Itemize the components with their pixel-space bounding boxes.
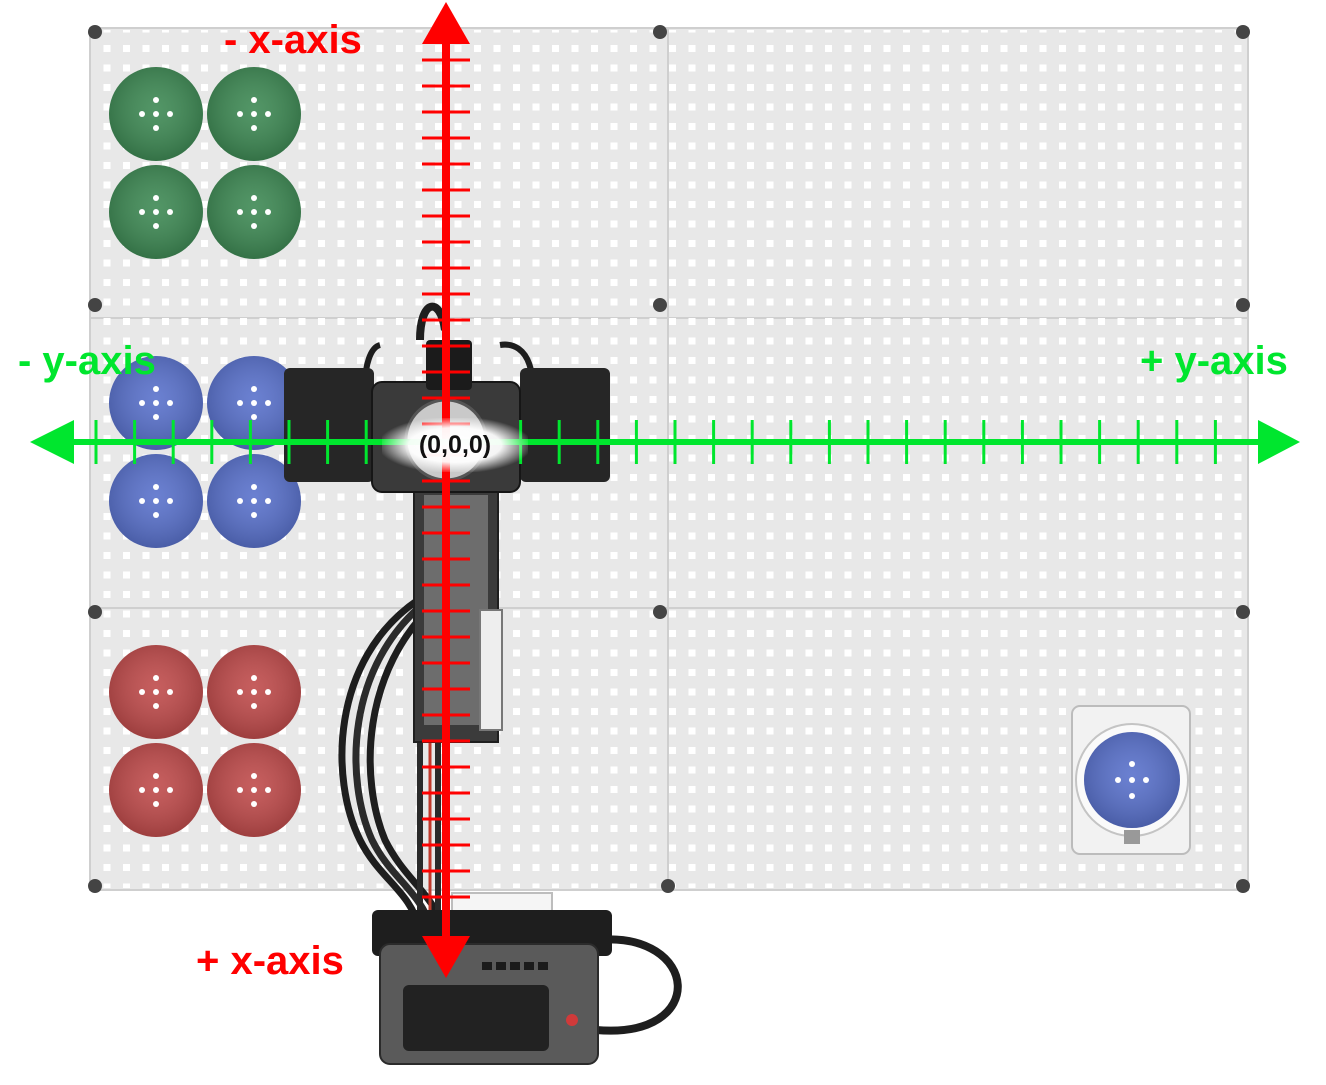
y-axis-arrow-negative — [30, 420, 74, 464]
neg-x-axis-label: - x-axis — [224, 18, 362, 62]
x-axis-ticks — [422, 58, 470, 899]
red-disk-1 — [109, 645, 203, 739]
red-disks — [109, 645, 301, 837]
red-disk-4 — [207, 743, 301, 837]
green-disk-3 — [109, 165, 203, 259]
green-disk-2 — [207, 67, 301, 161]
y-axis — [30, 420, 1300, 464]
x-axis-arrow-negative — [422, 2, 470, 44]
corner-pegs — [88, 25, 1250, 893]
origin-label: (0,0,0) — [382, 418, 528, 472]
red-disk-3 — [109, 743, 203, 837]
green-disks — [109, 67, 301, 259]
disk-holder — [1071, 705, 1191, 855]
blue-disks — [109, 356, 301, 548]
y-axis-ticks — [94, 420, 1217, 464]
blue-disk-3 — [109, 454, 203, 548]
blue-disk-2 — [207, 356, 301, 450]
controller-brain-icon — [372, 892, 682, 1065]
x-axis-arrow-positive — [422, 936, 470, 978]
x-axis — [422, 2, 470, 978]
pos-x-axis-label: + x-axis — [196, 939, 344, 983]
green-disk-1 — [109, 67, 203, 161]
red-disk-2 — [207, 645, 301, 739]
blue-disk-1 — [109, 356, 203, 450]
y-axis-arrow-positive — [1258, 420, 1300, 464]
blue-disk-4 — [207, 454, 301, 548]
pos-y-axis-label: + y-axis — [1140, 339, 1288, 383]
neg-y-axis-label: - y-axis — [18, 339, 156, 383]
green-disk-4 — [207, 165, 301, 259]
